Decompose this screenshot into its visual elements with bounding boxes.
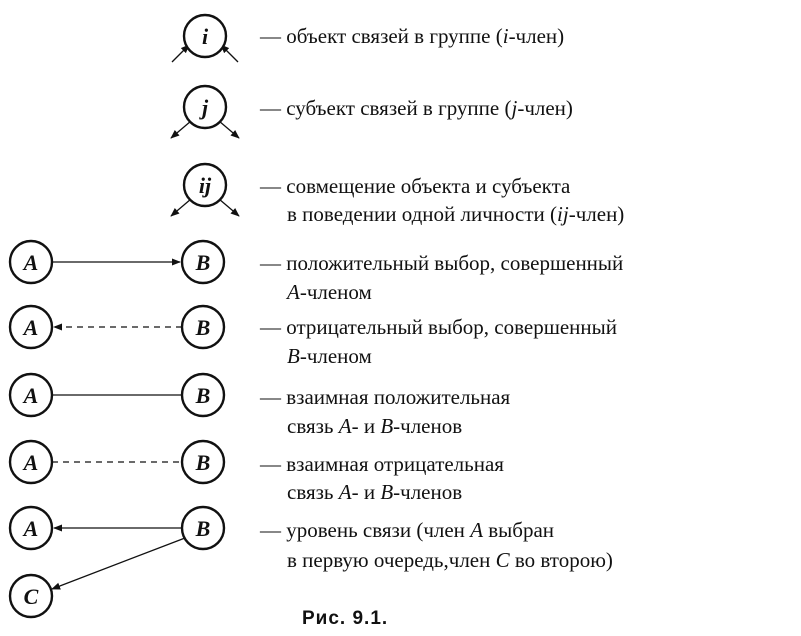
legend-dash: —: [259, 24, 282, 48]
legend-ij-line1: — совмещение объекта и субъекта: [259, 174, 571, 198]
i-member-symbol: i: [171, 13, 239, 63]
node-label-a: A: [22, 315, 39, 340]
j-member-symbol: j: [170, 84, 240, 139]
node-circle-b: [180, 505, 226, 551]
legend-positive-line2: А-членом: [285, 280, 372, 304]
node-circle-c: [8, 573, 54, 619]
incoming-arrow-left: [171, 44, 190, 63]
node-label-b: B: [195, 383, 211, 408]
node-label-a: A: [22, 450, 39, 475]
legend-ij-line2: в поведении одной личности (ij-член): [287, 202, 624, 226]
legend-negative-line1: — отрицательный выбор, совершенный: [259, 315, 617, 339]
connection-level-symbol: A B C: [8, 505, 226, 619]
legend-mutual-negative-line2: связь А- и В-членов: [287, 480, 462, 504]
legend-positive-line1: — положительный выбор, совершенный: [259, 251, 623, 275]
outgoing-arrow-right: [218, 120, 240, 139]
node-circle-b: [180, 372, 226, 418]
mutual-positive-symbol: A B: [8, 372, 226, 418]
node-circle-ij: [182, 162, 228, 208]
node-label-ij: ij: [199, 173, 212, 198]
legend-mutual-positive-line1: — взаимная положительная: [259, 385, 511, 409]
node-label-b: B: [195, 450, 211, 475]
node-circle-a: [8, 439, 54, 485]
mutual-negative-symbol: A B: [8, 439, 226, 485]
legend-mutual-negative-line1: — взаимная отрицательная: [259, 452, 504, 476]
legend-i-member: — объект связей в группе (i-член): [259, 24, 564, 48]
outgoing-arrow-right: [218, 198, 240, 217]
node-label-b: B: [195, 516, 211, 541]
arrow-b-to-c: [51, 537, 186, 590]
legend-level-line2: в первую очередь,член С во второю): [287, 548, 613, 572]
ij-member-symbol: ij: [170, 162, 240, 217]
node-label-j: j: [199, 95, 209, 120]
node-circle-b: [180, 239, 226, 285]
node-circle-a: [8, 304, 54, 350]
outgoing-arrow-left: [170, 120, 192, 139]
positive-choice-symbol: A B: [8, 239, 226, 285]
node-circle-b: [180, 304, 226, 350]
node-circle-a: [8, 505, 54, 551]
node-label-b: B: [195, 315, 211, 340]
legend-j-member: — субъект связей в группе (j-член): [259, 96, 573, 120]
node-label-b: B: [195, 250, 211, 275]
node-label-a: A: [22, 516, 39, 541]
negative-choice-symbol: A B: [8, 304, 226, 350]
node-label-i: i: [202, 24, 209, 49]
node-circle-b: [180, 439, 226, 485]
node-circle-i: [182, 13, 228, 59]
figure-caption: Рис. 9.1.: [302, 608, 388, 629]
node-circle-a: [8, 239, 54, 285]
node-label-c: C: [24, 584, 39, 609]
node-circle-a: [8, 372, 54, 418]
outgoing-arrow-left: [170, 198, 192, 217]
legend-mutual-positive-line2: связь А- и В-членов: [287, 414, 462, 438]
legend-level-line1: — уровень связи (член А выбран: [259, 518, 554, 542]
incoming-arrow-right: [220, 44, 239, 63]
node-label-a: A: [22, 250, 39, 275]
legend-negative-line2: В-членом: [287, 344, 372, 368]
node-circle-j: [182, 84, 228, 130]
node-label-a: A: [22, 383, 39, 408]
